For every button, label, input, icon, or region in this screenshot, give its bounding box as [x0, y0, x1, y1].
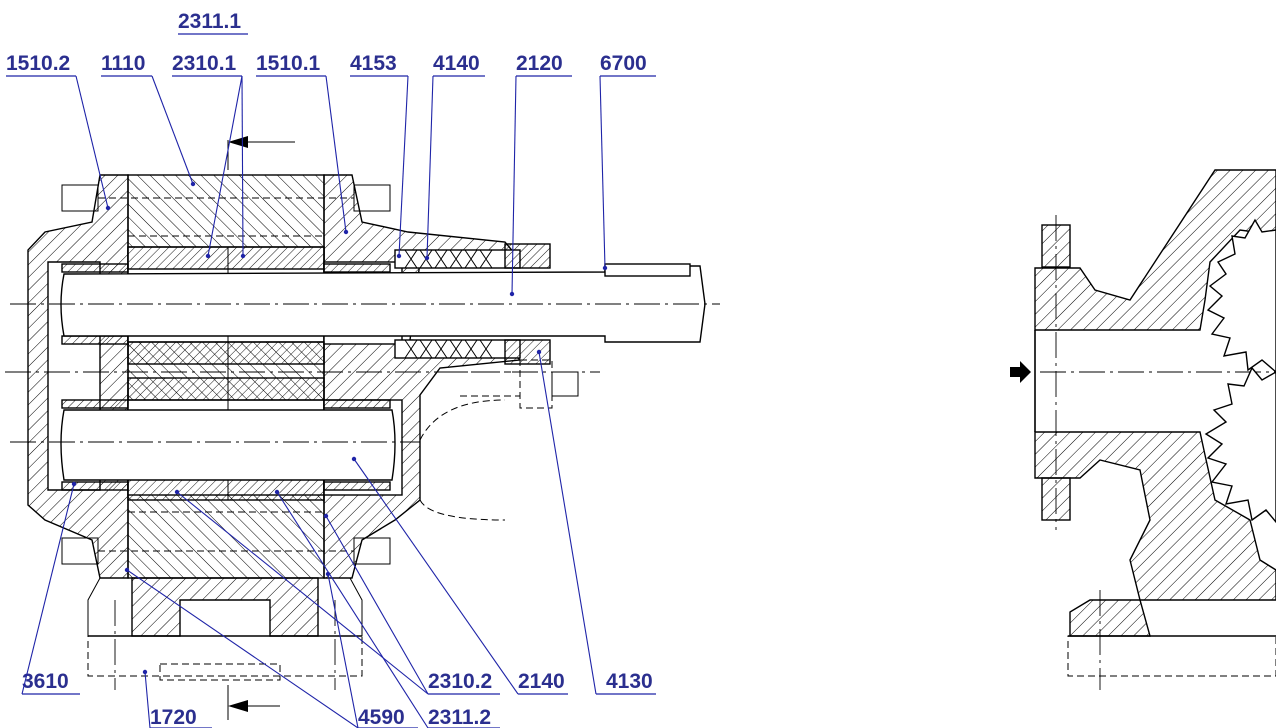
label-4153: 4153 — [350, 52, 397, 75]
base-plate — [131, 577, 319, 637]
label-1510-1: 1510.1 — [256, 52, 321, 75]
label-2310-2: 2310.2 — [428, 670, 492, 693]
label-2140: 2140 — [518, 670, 565, 693]
end-view — [1010, 169, 1276, 690]
gear-outline — [1204, 218, 1276, 524]
label-1720: 1720 — [150, 706, 197, 728]
pump-body — [127, 174, 325, 579]
label-2120: 2120 — [516, 52, 563, 75]
front-cover — [323, 174, 522, 579]
drive-gear — [127, 246, 325, 270]
section-view — [5, 136, 720, 720]
label-6700: 6700 — [600, 52, 647, 75]
label-1110: 1110 — [101, 52, 145, 75]
cap-screws — [61, 184, 391, 565]
label-4130: 4130 — [606, 670, 653, 693]
driven-gear — [127, 377, 325, 401]
label-4590: 4590 — [358, 706, 405, 728]
label-2310-1: 2310.1 — [172, 52, 237, 75]
label-4140: 4140 — [433, 52, 480, 75]
label-2311-2: 2311.2 — [428, 706, 491, 728]
inlet-arrow — [1010, 361, 1031, 383]
label-2311-1: 2311.1 — [178, 10, 241, 33]
label-1510-2: 1510.2 — [6, 52, 70, 75]
driven-shaft — [60, 409, 396, 481]
part-callouts: 1510.2 1110 2310.1 2311.1 1510.1 4153 41… — [6, 10, 656, 728]
label-3610: 3610 — [22, 670, 69, 693]
